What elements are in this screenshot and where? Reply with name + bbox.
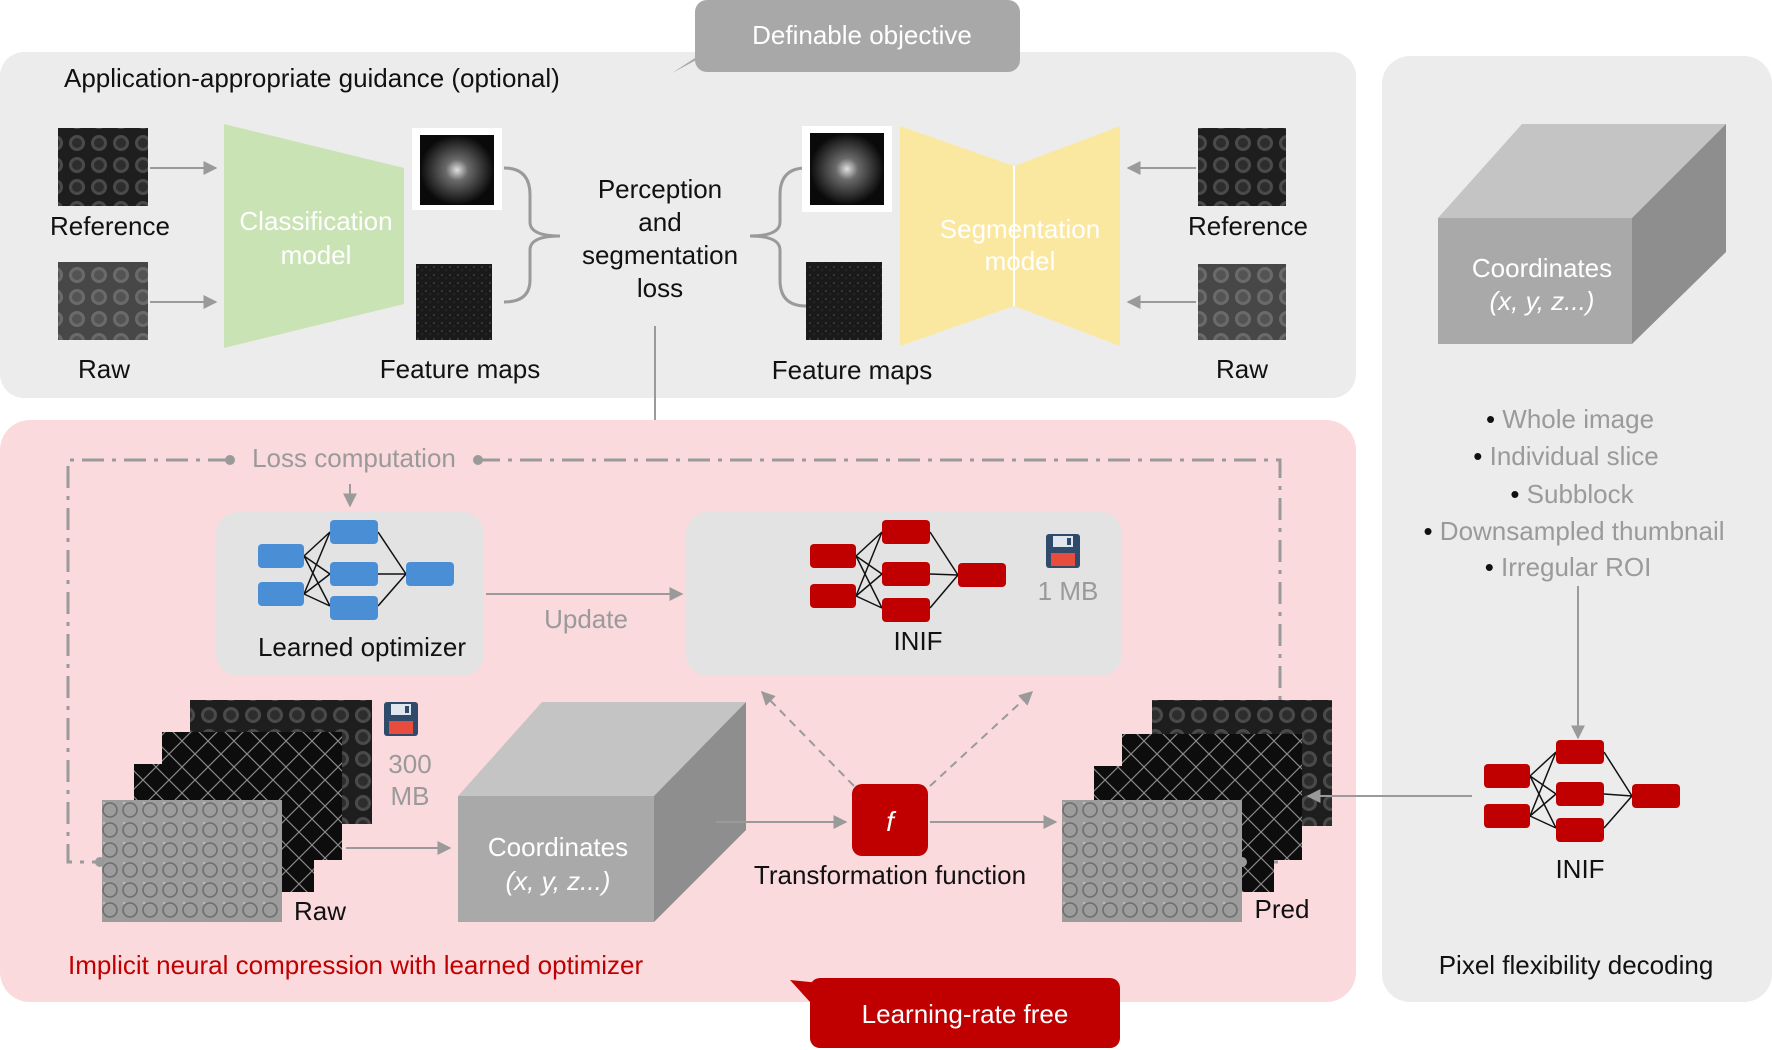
reference-image-right [1198,128,1286,206]
feature-map-left-top [420,135,494,205]
inif-node [810,544,856,568]
segmentation-model [900,126,1120,346]
inif-node [882,562,930,586]
classification-model-label: Classification [239,206,392,236]
raw-image-right [1198,264,1286,340]
feature-map-right-top [810,133,884,205]
guidance-title: Application-appropriate guidance (option… [64,63,560,93]
loss-computation-label: Loss computation [252,443,456,473]
raw-image-stack [102,700,372,922]
raw-label-main: Raw [294,896,346,926]
classification-model-label-2: model [281,240,352,270]
compression-title: Implicit neural compression with learned… [68,950,643,980]
optimizer-node [330,596,378,620]
transformation-function-box [852,784,928,856]
raw-label-right: Raw [1216,354,1268,384]
decoding-option: • Downsampled thumbnail [1423,516,1724,546]
inif-node [1632,784,1680,808]
optimizer-node [406,562,454,586]
loss-text-line-3: segmentation [582,240,738,270]
inif-node [1484,764,1530,788]
transformation-function-label: Transformation function [754,860,1026,890]
coordinates-label-main: Coordinates [488,832,628,862]
coordinates-axes-main: (x, y, z...) [506,866,611,896]
reference-image-left [58,128,148,206]
inif-label-right: INIF [1555,854,1604,884]
inif-node [1556,818,1604,842]
pred-label: Pred [1255,894,1310,924]
inif-network-right [1529,751,1633,829]
learning-rate-free-callout: Learning-rate free [790,978,1120,1048]
coordinates-axes-right: (x, y, z...) [1490,286,1595,316]
inif-node [882,598,930,622]
decoding-options-list: • Whole image • Individual slice • Subbl… [1423,404,1724,582]
optimizer-node [330,520,378,544]
inif-node [1484,804,1530,828]
loss-text-line-4: loss [637,273,683,303]
coordinates-label-right: Coordinates [1472,253,1612,283]
reference-label-left: Reference [50,211,170,241]
raw-label-left: Raw [78,354,130,384]
optimizer-network [303,531,407,607]
loss-text-line-2: and [638,207,681,237]
inif-node [882,520,930,544]
arrow-function-to-inif-left [761,690,855,787]
optimizer-node [330,562,378,586]
decoding-option: • Individual slice [1473,441,1658,471]
feature-maps-label-right: Feature maps [772,355,932,385]
learned-optimizer-label: Learned optimizer [258,632,466,662]
optimizer-node [258,544,304,568]
inif-node [1556,740,1604,764]
floppy-disk-icon [1046,534,1080,568]
function-symbol: f [886,806,897,837]
feature-map-right-bottom [806,262,882,340]
feature-map-left-bottom [416,264,492,340]
decoding-title: Pixel flexibility decoding [1439,950,1714,980]
optimizer-node [258,582,304,606]
reference-label-right: Reference [1188,211,1308,241]
decoding-option: • Whole image [1486,404,1654,434]
loss-text-line-1: Perception [598,174,722,204]
segmentation-model-label: Segmentation [940,214,1100,244]
update-label: Update [544,604,628,634]
arrow-function-to-inif-right [929,691,1034,787]
coordinates-cube-main [458,702,746,922]
inif-box [686,512,1122,676]
brace-left [503,166,561,304]
learning-rate-free-label: Learning-rate free [862,999,1069,1029]
inif-node [810,584,856,608]
decoding-option: • Irregular ROI [1485,552,1652,582]
definable-objective-callout: Definable objective [672,0,1020,73]
inif-size: 1 MB [1038,576,1099,606]
inif-label-main: INIF [893,626,942,656]
floppy-disk-icon [384,702,418,736]
inif-node [958,563,1006,587]
feature-maps-label-left: Feature maps [380,354,540,384]
inif-node [1556,782,1604,806]
brace-right [749,166,807,308]
raw-size-line-2: MB [391,781,430,811]
decoding-option: • Subblock [1510,479,1634,509]
raw-size-line-1: 300 [388,749,431,779]
pred-image-stack [1062,700,1332,922]
coordinates-cube-right [1438,124,1726,344]
inif-network [855,531,959,609]
classification-model [224,124,404,348]
raw-image-left [58,262,148,340]
segmentation-model-label-2: model [985,246,1056,276]
definable-objective-label: Definable objective [752,20,972,50]
